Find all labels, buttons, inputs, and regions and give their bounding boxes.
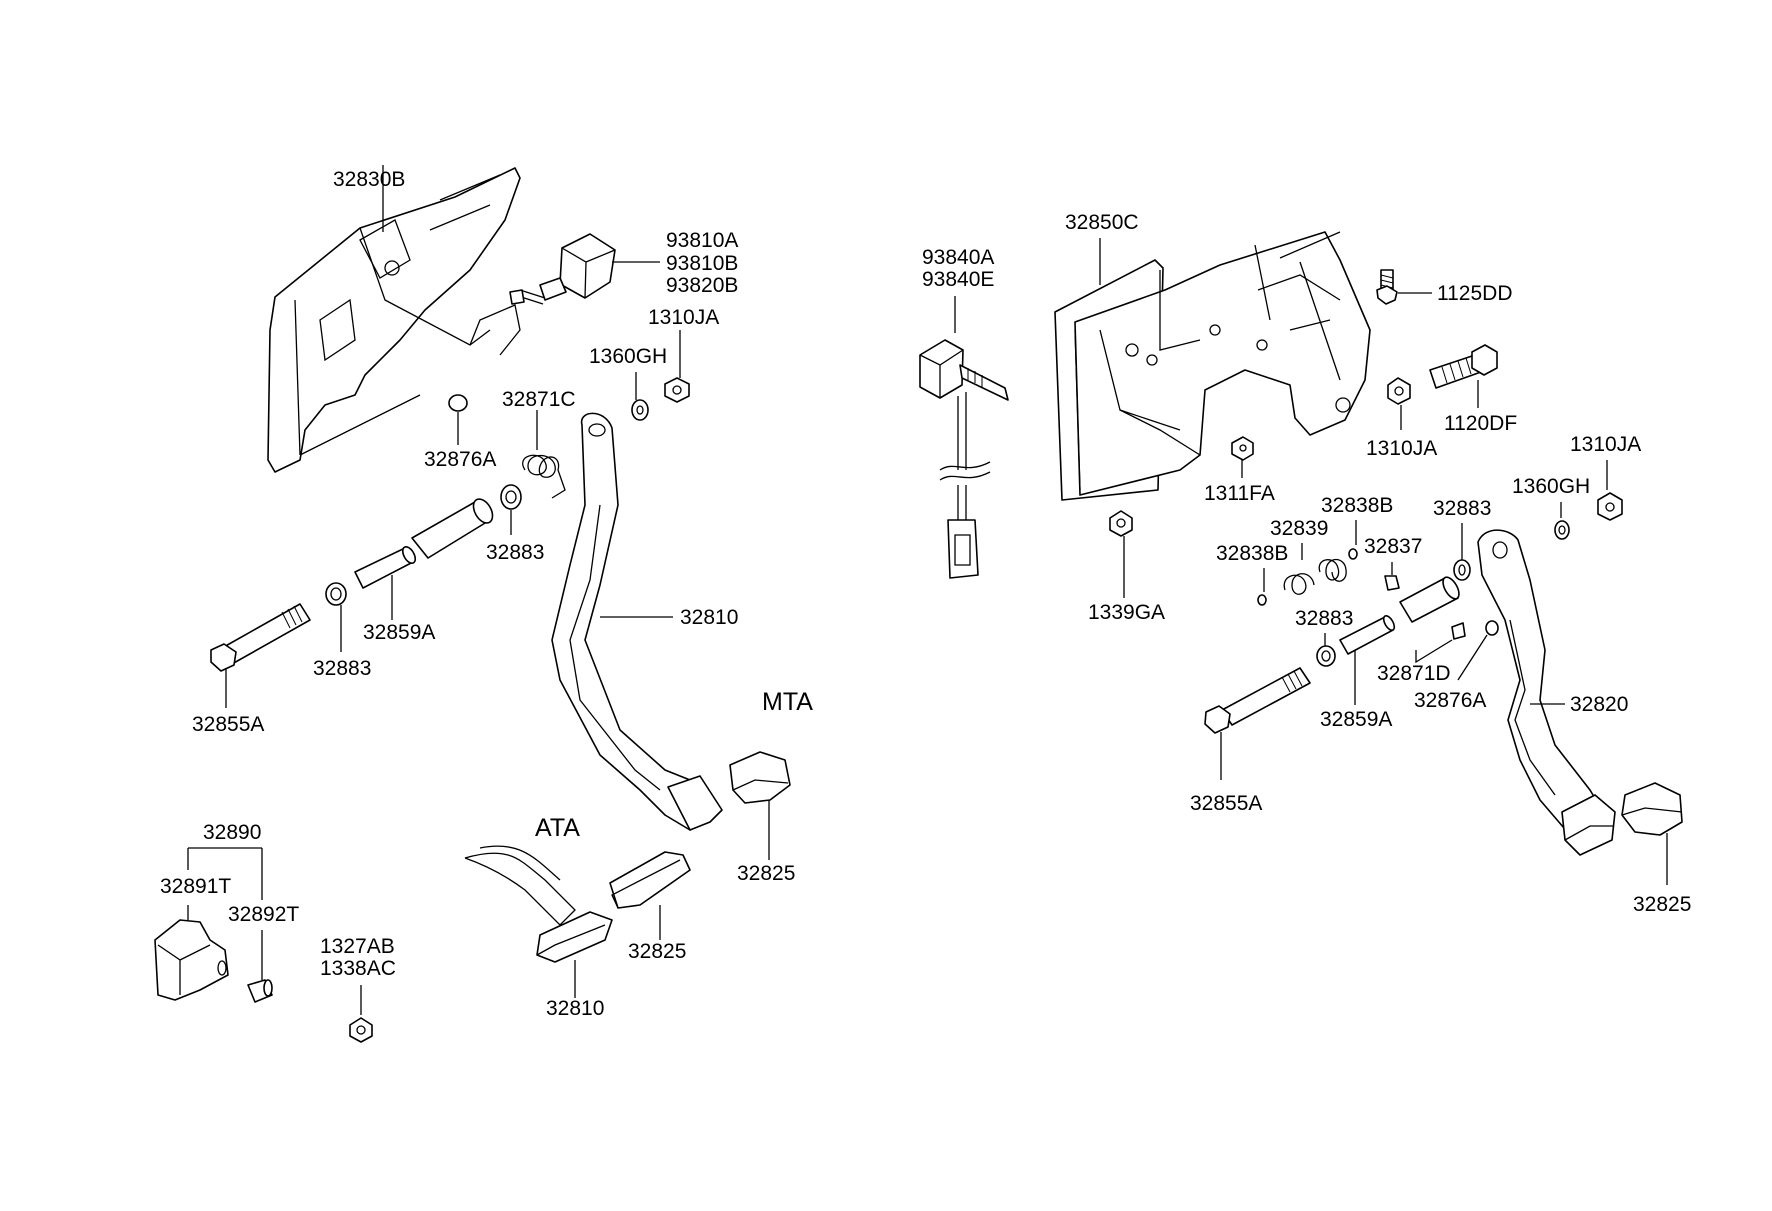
label-32825-right: 32825 [1633, 893, 1691, 916]
bushing-32883-right-top [1453, 559, 1471, 581]
pedal-sleeve [411, 498, 494, 559]
label-1120DF: 1120DF [1444, 412, 1517, 435]
label-93810A: 93810A [666, 229, 738, 252]
nut-1310JA-right [1597, 492, 1623, 521]
label-1125DD: 1125DD [1437, 282, 1513, 305]
label-32890: 32890 [203, 821, 261, 844]
pedal-pad-32825-right [1621, 782, 1683, 836]
pin-32837 [1384, 575, 1400, 591]
label-32837: 32837 [1364, 535, 1422, 558]
label-32883-left-top: 32883 [486, 541, 544, 564]
label-32838B-top: 32838B [1321, 494, 1393, 517]
nut-1339GA [1109, 510, 1133, 537]
label-32883-left-bottom: 32883 [313, 657, 371, 680]
label-32859A-left: 32859A [363, 621, 435, 644]
label-32839: 32839 [1270, 517, 1328, 540]
bushing-32876A [448, 394, 468, 412]
pedal-bracket-32830B [267, 167, 521, 473]
label-ATA: ATA [535, 814, 580, 842]
stop-lamp-switch-93810A [509, 233, 616, 305]
label-1339GA: 1339GA [1088, 601, 1165, 624]
label-1311FA: 1311FA [1204, 482, 1275, 505]
bushing-32883-top [500, 484, 522, 510]
bushing-32876A-right [1485, 620, 1499, 636]
pedal-arm-32810 [551, 412, 723, 831]
pedal-sleeve-right [1399, 576, 1460, 623]
washer-1360GH-right [1554, 520, 1570, 540]
bushing-32883-bottom [325, 582, 347, 606]
label-93810B: 93810B [666, 252, 738, 275]
label-32855A-right: 32855A [1190, 792, 1262, 815]
spring-32839 [1283, 558, 1347, 595]
pivot-bolt-32855A-right [1204, 667, 1311, 734]
label-32838B-left: 32838B [1216, 542, 1288, 565]
stopper-pin-32892T [247, 979, 273, 1003]
label-1360GH-right: 1360GH [1512, 475, 1590, 498]
label-1310JA-left: 1310JA [648, 306, 719, 329]
screw-1125DD [1376, 269, 1398, 305]
pedal-arm-32820 [1477, 529, 1616, 856]
pedal-bracket-32850C [1054, 231, 1371, 501]
label-1310JA-right: 1310JA [1570, 433, 1641, 456]
pedal-pad-32825-mta [729, 751, 791, 804]
clip-32838B-top [1348, 548, 1358, 560]
label-32883-right-top: 32883 [1433, 497, 1491, 520]
label-32830B: 32830B [333, 168, 405, 191]
label-32810-ata: 32810 [546, 997, 604, 1020]
label-32871D: 32871D [1377, 662, 1451, 685]
nut-1310JA [664, 377, 690, 403]
pedal-pad-32825-ata [609, 851, 691, 909]
label-32871C: 32871C [502, 388, 576, 411]
label-1338AC: 1338AC [320, 957, 396, 980]
label-32825-mta: 32825 [737, 862, 795, 885]
collar-32859A [354, 546, 417, 589]
label-32876A-left: 32876A [424, 448, 496, 471]
pin-32871D [1451, 622, 1466, 640]
bushing-32883-right-mid [1316, 645, 1336, 667]
label-32892T: 32892T [228, 903, 299, 926]
label-32850C: 32850C [1065, 211, 1139, 234]
label-32883-right-mid: 32883 [1295, 607, 1353, 630]
return-spring-32871C [522, 454, 566, 499]
label-MTA: MTA [762, 688, 813, 716]
label-32810-main: 32810 [680, 606, 738, 629]
pedal-stopper-bracket-32891T [154, 919, 229, 1001]
label-32820: 32820 [1570, 693, 1628, 716]
label-1310JA-mid: 1310JA [1366, 437, 1437, 460]
label-93820B: 93820B [666, 274, 738, 297]
nut-1310JA-mid [1387, 377, 1411, 405]
label-93840E: 93840E [922, 268, 994, 291]
label-32855A-left: 32855A [192, 713, 264, 736]
label-32891T: 32891T [160, 875, 231, 898]
pivot-bolt-32855A [210, 603, 311, 672]
label-1327AB: 1327AB [320, 935, 395, 958]
label-32825-ata: 32825 [628, 940, 686, 963]
washer-1360GH [631, 399, 649, 421]
nut-1327AB [349, 1017, 373, 1043]
pedal-arm-32810-ata [464, 845, 613, 963]
clip-32838B-left [1257, 594, 1267, 606]
label-32876A-right: 32876A [1414, 689, 1486, 712]
nut-1311FA [1231, 436, 1254, 461]
bolt-1120DF [1429, 344, 1498, 389]
label-93840A: 93840A [922, 246, 994, 269]
collar-32859A-right [1339, 614, 1396, 655]
clutch-switch-93840A [919, 339, 1009, 579]
label-1360GH-left: 1360GH [589, 345, 667, 368]
label-32859A-right: 32859A [1320, 708, 1392, 731]
